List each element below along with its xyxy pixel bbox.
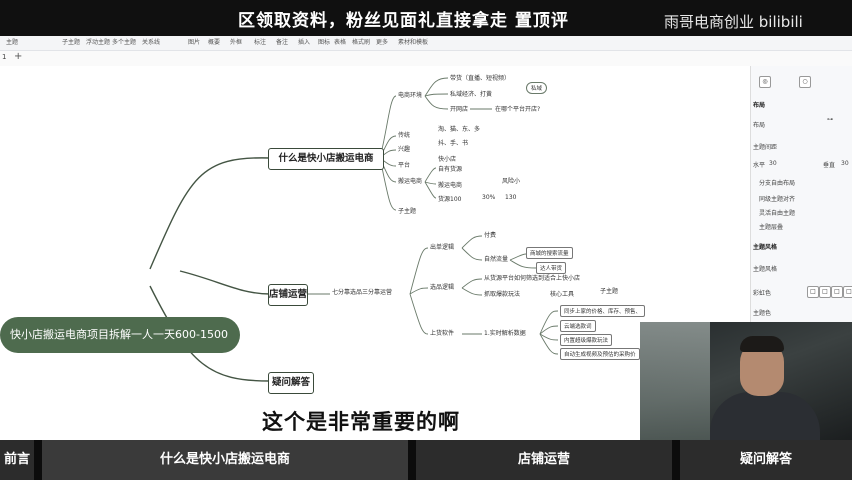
chapter-preface[interactable]: 前言 [0,440,34,480]
color-option[interactable]: □ [831,286,843,298]
topic-30-percent[interactable]: 30% [482,194,496,201]
topic-interest[interactable]: 兴趣 [398,146,411,153]
topic-move-ecom[interactable]: 搬运电商 [438,182,463,189]
connector-lines [149,77,559,382]
toolbar-item[interactable]: 关系线 [142,39,161,46]
topic-hot-play[interactable]: 内置超级爆款玩法 [560,334,613,346]
topic-source-100[interactable]: 货源100 [438,196,462,203]
topic-platform[interactable]: 平台 [398,162,411,169]
topic-selection-intro[interactable]: 七分靠选品三分靠运营 [332,289,393,296]
topic-auto-video[interactable]: 自动生成视频及预估的采购价 [560,348,640,360]
chapter-what-is[interactable]: 什么是快小店搬运电商 [42,440,408,480]
video-subtitle: 这个是非常重要的啊 [262,410,460,434]
toolbar-item[interactable]: 素材和模板 [398,39,429,46]
topic-listing-software[interactable]: 上货软件 [430,330,455,337]
topic-kuaixiaodian[interactable]: 快小店 [438,156,457,163]
topic-core-tool[interactable]: 核心工具 [550,291,575,298]
mindmap-canvas[interactable]: 快小店搬运电商项目拆解一人一天600-1500 什么是快小店搬运电商 店铺运营 … [0,66,750,440]
rainbow-label: 彩虹色 [753,290,772,297]
topic-low-risk[interactable]: 风险小 [502,178,521,185]
color-option[interactable]: □ [807,286,819,298]
toolbar-item[interactable]: 概要 [208,39,221,46]
horizontal-label: 水平 [753,162,766,169]
sheet-tabbar: 1 + [0,51,852,67]
branch-what-is[interactable]: 什么是快小店搬运电商 [268,148,384,170]
toolbar-item[interactable]: 格式刷 [352,39,371,46]
layout-structure-icon[interactable]: ⊶ [827,116,833,123]
presenter-body [710,392,820,440]
topic-traditional[interactable]: 传统 [398,132,411,139]
topic-own-source[interactable]: 自有货源 [438,166,463,173]
theme-style-label: 主题风格 [753,266,778,273]
topic-realtime-parse[interactable]: 1.实时解析数据 [484,330,526,337]
branch-store-operation[interactable]: 店铺运营 [268,284,308,306]
add-sheet-icon[interactable]: + [14,51,23,62]
topic-traditional-platforms[interactable]: 淘、猫、东、多 [438,126,481,133]
chapter-bar: 前言 什么是快小店搬运电商 店铺运营 疑问解答 [0,440,852,480]
toolbar-item[interactable]: 主题 [6,39,19,46]
channel-watermark: 雨哥电商创业 bilibili [664,13,803,31]
theme-spacing-label: 主题间距 [753,144,778,151]
topic-ecommerce-env[interactable]: 电商环境 [398,92,423,99]
section-theme-style: 主题风格 [753,244,778,251]
clock-icon[interactable]: ○ [799,76,811,88]
topic-selection-logic[interactable]: 选品逻辑 [430,284,455,291]
topic-source-filter[interactable]: 从货源平台如何筛选到适合上快小店 [484,275,581,282]
toolbar-item[interactable]: 子主题 [62,39,81,46]
mindmap-toolbar: 主题 子主题 浮动主题 多个主题 关系线 图片 概要 外框 标注 备注 插入 图… [0,36,852,51]
tag-private-domain[interactable]: 私域 [526,82,548,94]
topic-natural-traffic[interactable]: 自然流量 [484,256,509,263]
topic-which-platform[interactable]: 在哪个平台开店? [495,106,541,113]
option-flexible-free[interactable]: 灵活自由主题 [759,210,796,217]
option-align-siblings[interactable]: 同级主题对齐 [759,196,796,203]
webcam-overlay [640,322,852,440]
webcam-background [640,322,710,440]
option-overlap[interactable]: 主题层叠 [759,224,784,231]
toolbar-item[interactable]: 外框 [230,39,243,46]
branch-qa[interactable]: 疑问解答 [268,372,314,394]
topic-paid[interactable]: 付费 [484,232,497,239]
toolbar-item[interactable]: 图片 [188,39,201,46]
topic-subtopic[interactable]: 子主题 [398,208,417,215]
toolbar-item[interactable]: 表格 [334,39,347,46]
banner-promo-text: 区领取资料，粉丝见面礼直接拿走 置顶评 [238,11,569,31]
topic-order-logic[interactable]: 出单逻辑 [430,244,455,251]
color-option[interactable]: □ [819,286,831,298]
topic-sync-price[interactable]: 同步上家的价格、库存、预售、 [560,305,646,317]
sheet-tab[interactable]: 1 [2,53,7,61]
theme-color-label: 主题色 [753,310,772,317]
layout-label: 布局 [753,122,766,129]
topic-private-domain[interactable]: 私域经济、打黄 [450,91,493,98]
horizontal-input[interactable]: 30 [769,160,777,167]
presenter-hair [740,336,784,352]
topic-mall-search[interactable]: 商城的搜索流量 [526,247,573,259]
topic-move-ecommerce[interactable]: 搬运电商 [398,178,423,185]
toolbar-item[interactable]: 更多 [376,39,389,46]
topic-cloud-keywords[interactable]: 云端选款词 [560,320,596,332]
root-topic[interactable]: 快小店搬运电商项目拆解一人一天600-1500 [0,317,240,353]
vertical-input[interactable]: 30 [841,160,849,167]
toolbar-item[interactable]: 插入 [298,39,311,46]
toolbar-item[interactable]: 标注 [254,39,267,46]
option-free-branch[interactable]: 分支自由布局 [759,180,796,187]
topic-hot-item[interactable]: 抓取爆款玩法 [484,291,521,298]
style-icon[interactable]: ◎ [759,76,771,88]
top-banner: 区领取资料，粉丝见面礼直接拿走 置顶评 雨哥电商创业 bilibili [0,0,852,36]
topic-live-sales[interactable]: 带货（直播、短视频） [450,75,511,82]
topic-interest-platforms[interactable]: 抖、手、书 [438,140,469,147]
topic-sub[interactable]: 子主题 [600,288,619,295]
vertical-label: 垂直 [823,162,836,169]
color-option[interactable]: □ [843,286,852,298]
chapter-qa[interactable]: 疑问解答 [680,440,852,480]
toolbar-item[interactable]: 多个主题 [112,39,137,46]
section-layout: 布局 [753,102,766,109]
topic-influencer[interactable]: 达人带货 [536,262,567,274]
toolbar-item[interactable]: 图标 [318,39,331,46]
topic-130[interactable]: 130 [505,194,517,201]
topic-open-store[interactable]: 开网店 [450,106,469,113]
toolbar-item[interactable]: 备注 [276,39,289,46]
chapter-store-operation[interactable]: 店铺运营 [416,440,672,480]
toolbar-item[interactable]: 浮动主题 [86,39,111,46]
